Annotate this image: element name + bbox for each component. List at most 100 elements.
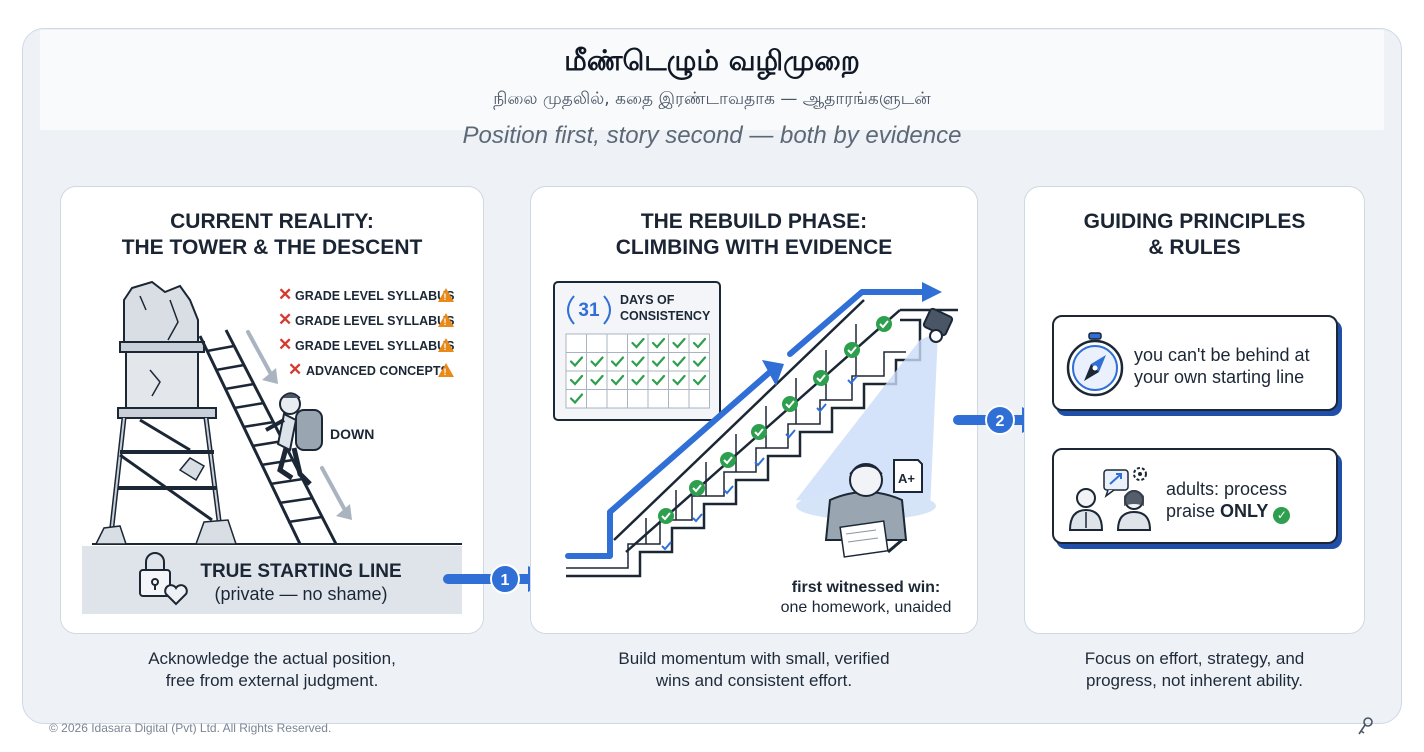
calendar-cell <box>586 333 608 353</box>
calendar-cell <box>688 370 710 390</box>
check-icon <box>631 356 645 368</box>
calendar-cell <box>647 370 669 390</box>
stair-checks <box>658 316 892 551</box>
grade-badge: A+ <box>893 459 923 493</box>
svg-text:✕: ✕ <box>288 360 302 379</box>
panel-3-caption: Focus on effort, strategy, and progress,… <box>1084 649 1305 690</box>
calendar-cell <box>565 370 587 390</box>
check-icon <box>651 356 666 368</box>
principle-2-text: adults: process praise ONLY ✓ <box>1166 478 1291 524</box>
check-icon <box>844 342 860 358</box>
check-icon <box>658 508 674 524</box>
check-icon <box>651 374 666 386</box>
crossed-item-label: GRADE LEVEL SYLLABUS <box>295 339 455 353</box>
check-icon <box>569 393 584 405</box>
calendar-cell <box>668 333 690 353</box>
check-icon <box>631 374 645 386</box>
calendar-cell <box>565 389 587 409</box>
svg-text:A+: A+ <box>898 471 915 486</box>
calendar-cell <box>627 352 649 372</box>
check-icon <box>751 424 767 440</box>
days-label-2: CONSISTENCY <box>620 309 711 323</box>
starting-line-sub: (private — no shame) <box>214 584 387 604</box>
page-title: மீண்டெழும் வழிமுறை <box>564 44 860 77</box>
calendar-cell <box>647 352 669 372</box>
check-icon <box>816 403 827 413</box>
step-2-badge: 2 <box>996 413 1005 430</box>
staircase-illustration: 31 DAYS OF CONSISTENCY <box>553 281 958 616</box>
calendar-cell <box>668 389 690 409</box>
check-icon <box>672 356 686 368</box>
subtitle-tamil: நிலை முதலில், கதை இரண்டாவதாக — ஆதாரங்களு… <box>493 89 931 109</box>
panel-title: CURRENT REALITY: THE TOWER & THE DESCENT <box>121 210 423 259</box>
list-item: ✕ GRADE LEVEL SYLLABUS ! <box>278 335 455 354</box>
calendar-cell <box>688 333 710 353</box>
win-title: first witnessed win: <box>792 579 940 596</box>
principle-1-text: you can't be behind at your own starting… <box>1134 345 1310 387</box>
check-icon <box>692 337 707 349</box>
check-icon <box>590 356 604 368</box>
crossed-item-label: GRADE LEVEL SYLLABUS <box>295 289 455 303</box>
check-icon <box>610 356 625 368</box>
calendar-cell <box>606 333 628 353</box>
svg-text:!: ! <box>444 342 447 352</box>
header-band <box>40 30 1384 130</box>
principle-2-emphasis: ONLY <box>1220 501 1269 521</box>
check-icon <box>689 480 705 496</box>
calendar-cell <box>565 352 587 372</box>
principle-2-pre: adults: process praise <box>1166 479 1288 521</box>
step-1-badge: 1 <box>501 572 510 589</box>
check-icon <box>672 374 686 386</box>
crossed-item-label: GRADE LEVEL SYLLABUS <box>295 314 455 328</box>
calendar-cell <box>565 333 587 353</box>
adults-feedback-icon <box>1068 467 1152 531</box>
check-icon <box>610 374 625 386</box>
laurel-icon <box>567 295 611 325</box>
crossed-item-label: ADVANCED CONCEPTS <box>306 364 449 378</box>
check-icon: ✓ <box>1273 507 1291 524</box>
svg-text:!: ! <box>444 317 447 327</box>
calendar-cell <box>647 389 669 409</box>
svg-text:✕: ✕ <box>278 310 292 329</box>
principle-card-starting-line: you can't be behind at your own starting… <box>1052 315 1338 411</box>
calendar-cell <box>668 352 690 372</box>
list-item: ✕ GRADE LEVEL SYLLABUS ! <box>278 310 455 329</box>
subtitle-english: Position first, story second — both by e… <box>462 122 962 149</box>
calendar-cell <box>606 352 628 372</box>
lock-heart-icon <box>139 552 188 606</box>
down-label: DOWN <box>330 426 374 442</box>
check-icon <box>692 513 703 523</box>
calendar-cell <box>688 352 710 372</box>
check-icon <box>651 337 666 349</box>
principle-card-process-praise: adults: process praise ONLY ✓ <box>1052 448 1338 544</box>
check-icon <box>754 457 765 467</box>
win-sub: one homework, unaided <box>781 599 952 616</box>
list-item: ✕ ADVANCED CONCEPTS ! <box>288 360 454 379</box>
check-icon <box>785 429 796 439</box>
check-icon <box>631 337 645 349</box>
consistency-calendar: 31 DAYS OF CONSISTENCY <box>553 281 721 421</box>
days-label-1: DAYS OF <box>620 293 675 307</box>
compass-icon <box>1066 332 1124 397</box>
calendar-cell <box>586 352 608 372</box>
panel-title: THE REBUILD PHASE: CLIMBING WITH EVIDENC… <box>615 210 893 259</box>
svg-text:✕: ✕ <box>278 335 292 354</box>
key-icon <box>1358 717 1373 735</box>
starting-line-title: TRUE STARTING LINE <box>200 561 401 582</box>
calendar-cell <box>627 389 649 409</box>
panel-1-caption: Acknowledge the actual position, free fr… <box>148 649 396 690</box>
spotlight-icon <box>922 307 954 343</box>
check-icon <box>569 374 584 386</box>
copyright-footer: © 2026 Idasara Digital (Pvt) Ltd. All Ri… <box>49 721 332 735</box>
climbing-person-icon <box>265 392 323 486</box>
check-icon <box>692 374 707 386</box>
stair-balusters <box>645 324 857 544</box>
tower-descent-illustration: ✕ GRADE LEVEL SYLLABUS ! ✕ GRADE LEVEL S… <box>82 280 462 614</box>
panel-2-caption: Build momentum with small, verified wins… <box>618 649 890 690</box>
calendar-cell <box>606 370 628 390</box>
student-icon <box>824 463 908 558</box>
list-item: ✕ GRADE LEVEL SYLLABUS ! <box>278 285 455 304</box>
calendar-cell <box>668 370 690 390</box>
check-icon <box>569 356 584 368</box>
broken-tower-top <box>123 280 199 343</box>
